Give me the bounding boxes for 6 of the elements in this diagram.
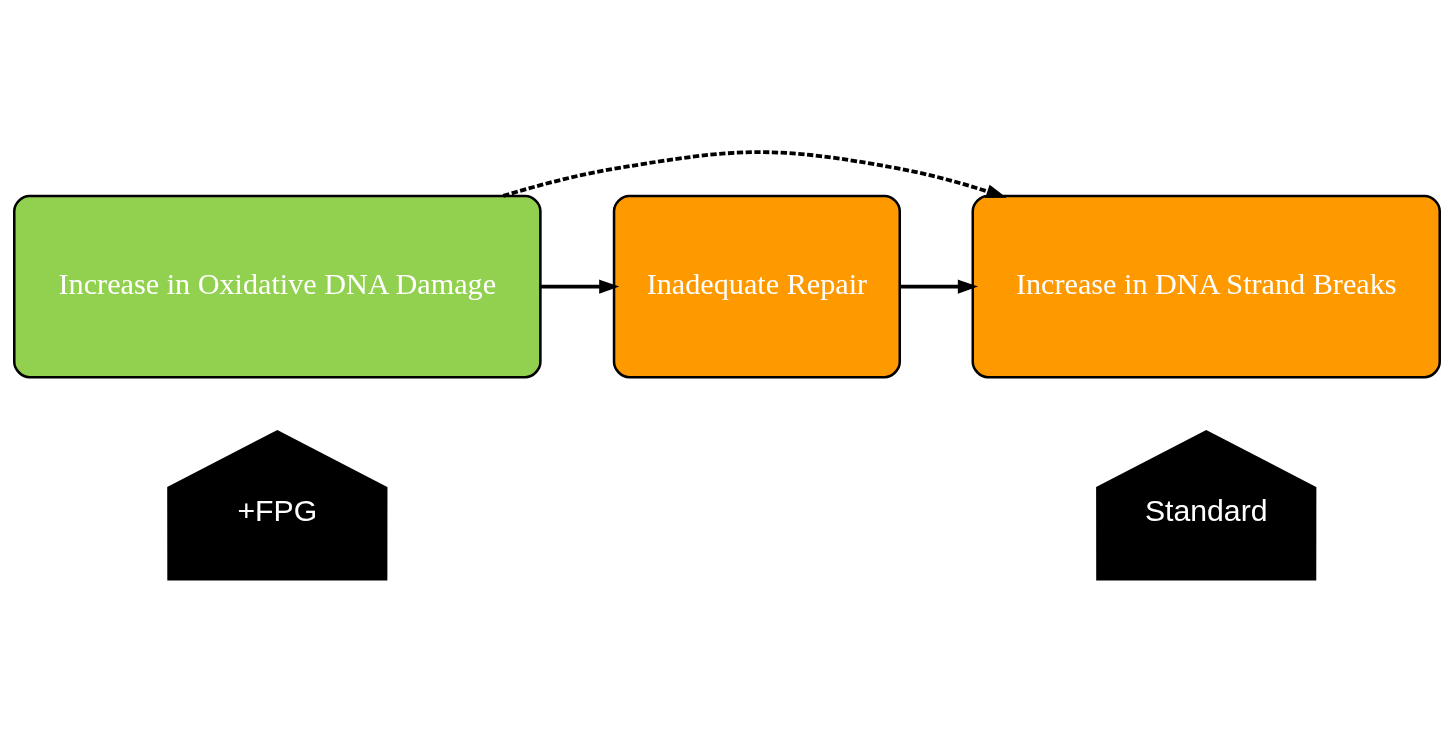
- arrow: [502, 149, 1007, 198]
- arrow: [899, 279, 979, 294]
- node-box: Increase in Oxidative DNA Damage: [13, 194, 542, 378]
- node-box: Inadequate Repair: [612, 194, 901, 378]
- arrow: [540, 279, 620, 294]
- node-box: Increase in DNA Strand Breaks: [971, 194, 1441, 378]
